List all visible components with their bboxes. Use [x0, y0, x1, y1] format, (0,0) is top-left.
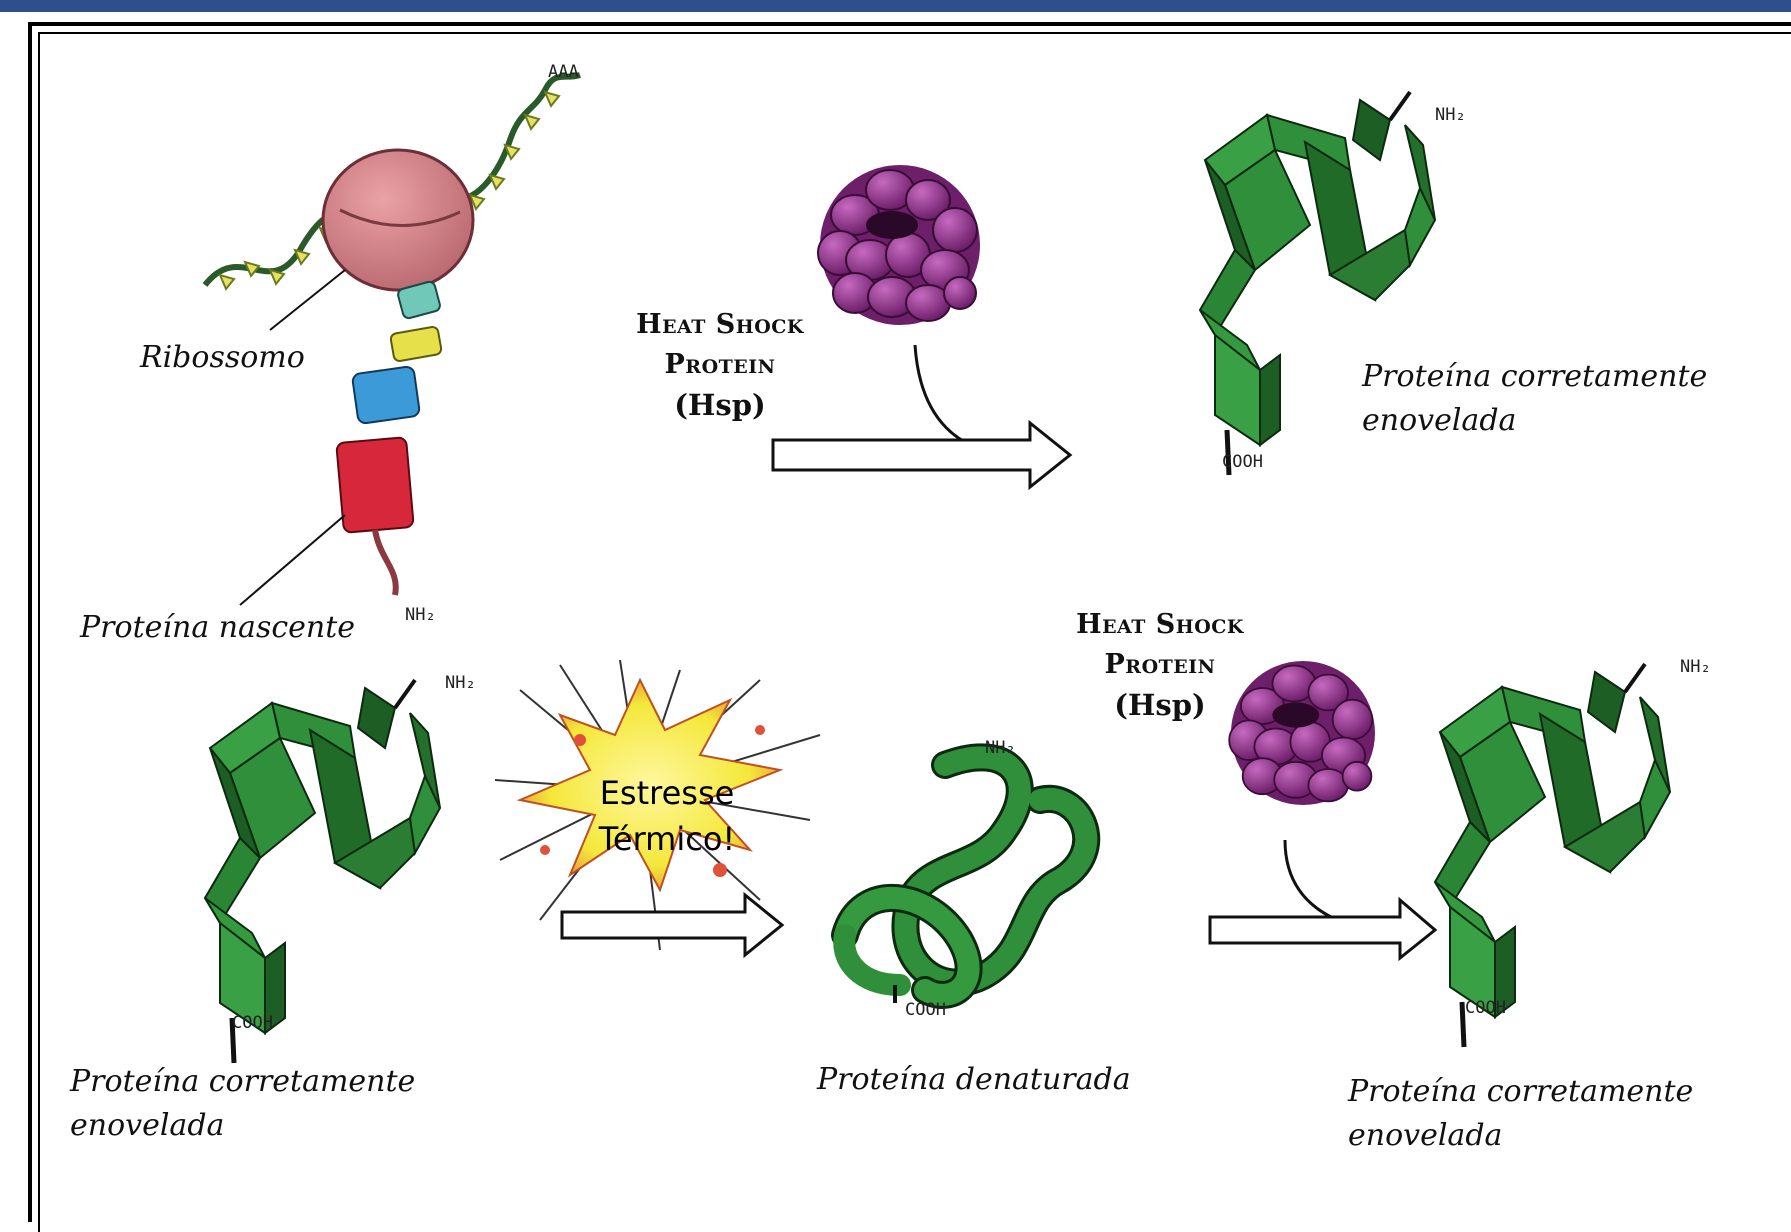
domain-yellow [390, 326, 442, 362]
label-correta-br-line1: Proteína corretamente [1348, 1074, 1693, 1109]
hsp-label-bottom: Heat Shock Protein (Hsp) [1035, 605, 1285, 725]
folded-protein-bottom-left [205, 680, 440, 1063]
estresse-line1: Estresse [600, 774, 735, 812]
ribosome-icon [323, 150, 473, 290]
label-correta-bl-line1: Proteína corretamente [70, 1064, 415, 1099]
hsp-bottom-abbr: (Hsp) [1035, 685, 1285, 725]
terminus-cooh-denatured: COOH [905, 1000, 946, 1020]
label-denaturada: Proteína denaturada [817, 1058, 1131, 1102]
hsp-bottom-line2: Protein [1035, 645, 1285, 685]
hsp-label-top: Heat Shock Protein (Hsp) [595, 305, 845, 425]
estresse-line2: Térmico! [599, 820, 735, 858]
hsp-bottom-line1: Heat Shock [1035, 605, 1285, 645]
block-arrow-top [773, 423, 1070, 487]
label-correta-top: Proteína corretamente enovelada [1362, 355, 1707, 443]
label-correta-top-line1: Proteína corretamente [1362, 359, 1707, 394]
denatured-protein [844, 757, 1086, 1003]
nascente-pointer [240, 515, 345, 605]
label-ribossomo: Ribossomo [140, 336, 305, 380]
terminus-nh2-bottom-left: NH₂ [445, 673, 476, 693]
label-correta-bl-line2: enovelada [70, 1108, 224, 1143]
label-estresse-termico: Estresse Térmico! [557, 770, 777, 862]
hsp-line1: Heat Shock [595, 305, 845, 345]
hsp-sphere-top [818, 165, 980, 325]
terminus-nh2-denatured: NH₂ [985, 738, 1016, 758]
folded-protein-bottom-right [1435, 664, 1670, 1047]
label-proteina-nascente: Proteína nascente [80, 606, 355, 650]
label-correta-top-line2: enovelada [1362, 403, 1516, 438]
label-correta-br-line2: enovelada [1348, 1118, 1502, 1153]
hsp-abbr: (Hsp) [595, 385, 845, 425]
terminus-cooh-bottom-right: COOH [1465, 998, 1506, 1018]
domain-red [336, 437, 414, 533]
terminus-nh2-nascent: NH₂ [405, 605, 436, 625]
block-arrow-bottom-right [1210, 900, 1435, 958]
terminus-nh2-bottom-right: NH₂ [1680, 657, 1711, 677]
terminus-cooh-top: COOH [1222, 452, 1263, 472]
terminus-nh2-top: NH₂ [1435, 105, 1466, 125]
domain-blue [352, 366, 420, 424]
block-arrow-bottom-left [562, 895, 782, 955]
label-correta-bottom-left: Proteína corretamente enovelada [70, 1060, 415, 1148]
label-correta-bottom-right: Proteína corretamente enovelada [1348, 1070, 1693, 1158]
terminus-polya: AAA [548, 62, 579, 82]
terminus-cooh-bottom-left: COOH [232, 1013, 273, 1033]
hsp-line2: Protein [595, 345, 845, 385]
curved-arrow-top [915, 345, 1015, 452]
